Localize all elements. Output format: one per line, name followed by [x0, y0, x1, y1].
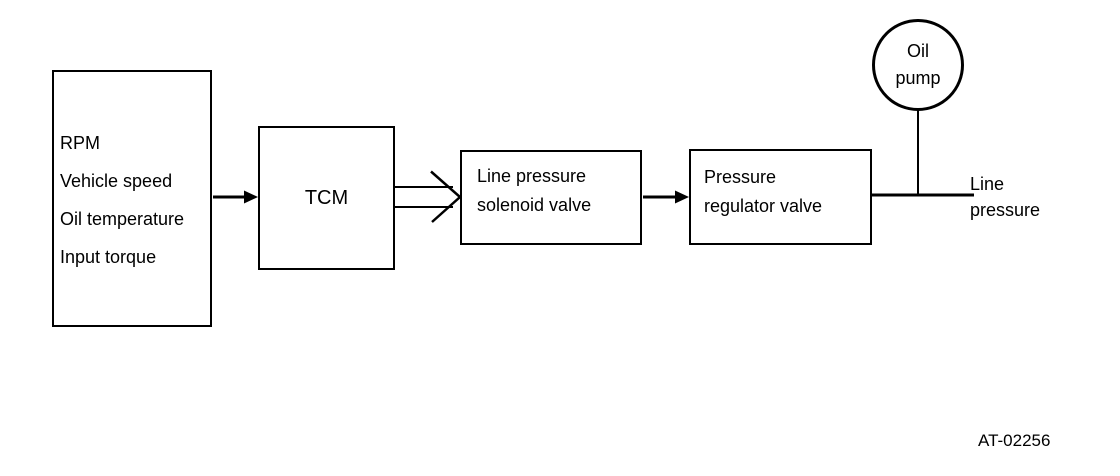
tcm-label: TCM [304, 186, 349, 209]
regulator-label-line1: Pressure [704, 167, 777, 187]
line-pressure-output-label: Line pressure [970, 171, 1040, 223]
oil-pump-circle: Oil pump [872, 19, 964, 111]
tcm-box: TCM [258, 126, 395, 270]
output-label-line1: Line [970, 174, 1005, 194]
arrow-solenoid-to-regulator-icon [643, 190, 689, 204]
solenoid-label-line1: Line pressure [477, 166, 587, 186]
input-parameter-input-torque: Input torque [60, 247, 157, 267]
output-label-line2: pressure [970, 200, 1041, 220]
pressure-regulator-valve-box: Pressure regulator valve [689, 149, 872, 245]
solenoid-label-line2: solenoid valve [477, 195, 592, 215]
double-arrow-tcm-to-solenoid-icon [395, 170, 462, 223]
input-parameter-rpm: RPM [60, 133, 100, 153]
oil-pump-label-line1: Oil [907, 41, 929, 61]
arrow-input-to-tcm-icon [213, 190, 258, 204]
oil-pump-label-line2: pump [895, 68, 941, 88]
input-parameters-box: RPM Vehicle speed Oil temperature Input … [52, 70, 212, 327]
regulator-label-line2: regulator valve [704, 196, 823, 216]
line-pressure-solenoid-valve-box: Line pressure solenoid valve [460, 150, 642, 245]
input-parameter-oil-temperature: Oil temperature [60, 209, 185, 229]
input-parameter-vehicle-speed: Vehicle speed [60, 171, 173, 191]
figure-code: AT-02256 [978, 431, 1051, 450]
